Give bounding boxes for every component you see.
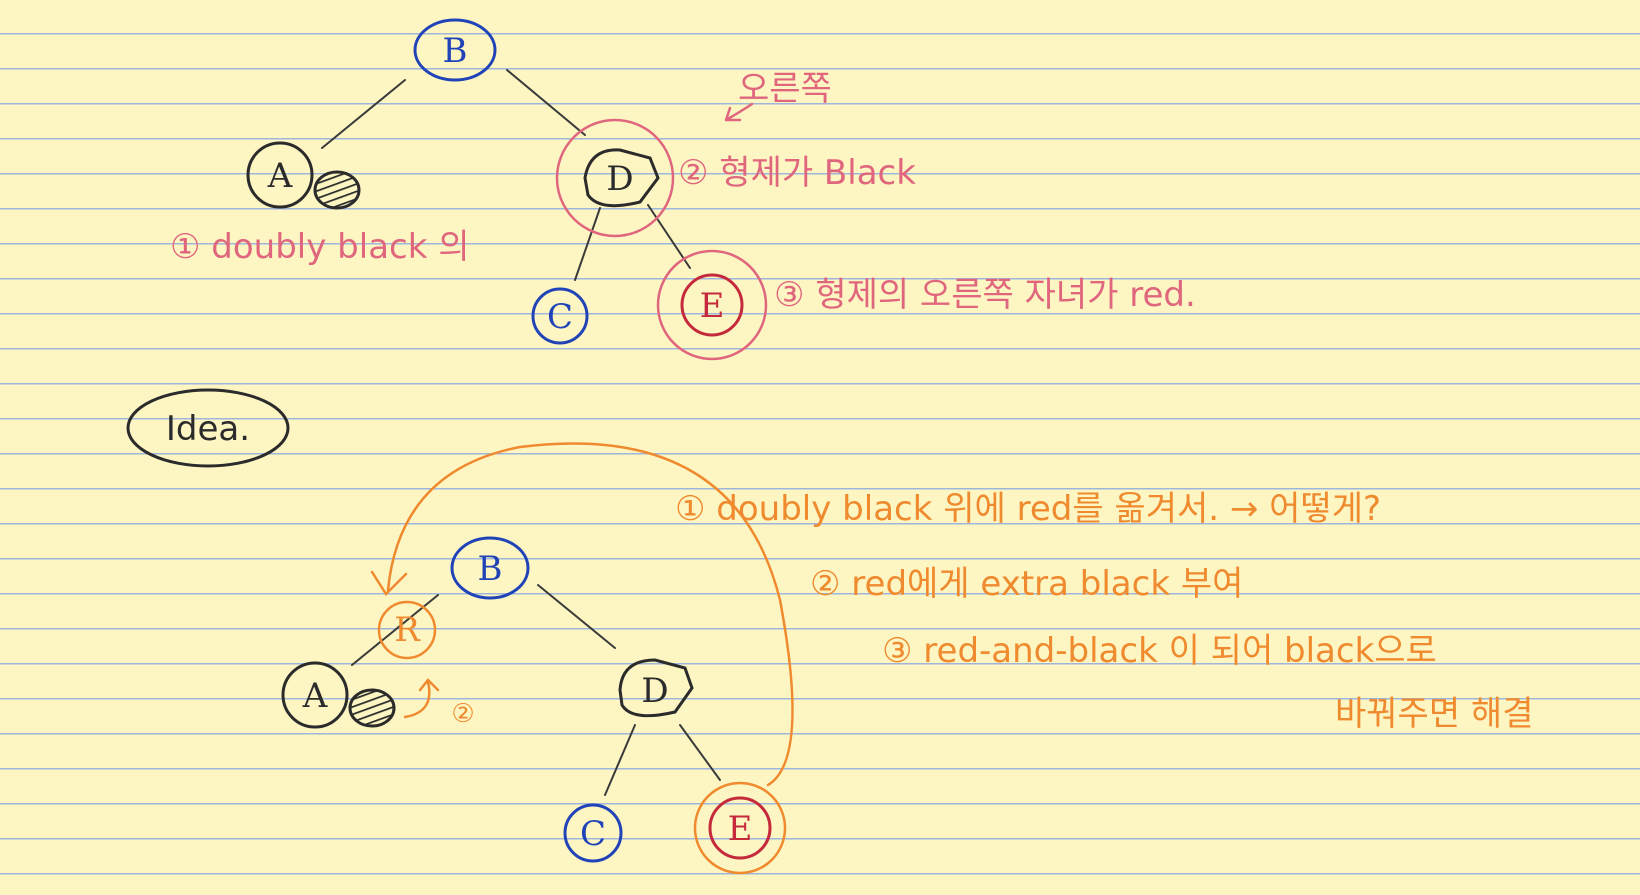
edge-b-d-bottom xyxy=(537,584,616,649)
top-node-b: B xyxy=(413,18,497,82)
edge-d-e xyxy=(647,204,691,269)
edge-d-c-bottom xyxy=(604,724,636,796)
top-note-sibling-black: ② 형제가 Black xyxy=(678,153,916,193)
move-red-arrow xyxy=(386,442,794,787)
top-note-right-label: 오른쪽 xyxy=(738,69,832,109)
bottom-node-a: A xyxy=(281,661,349,729)
top-note-right-child-red: ③ 형제의 오른쪽 자녀가 red. xyxy=(774,275,1196,315)
step-two-marker: ② xyxy=(451,699,474,729)
bottom-node-e-label: E xyxy=(728,809,753,849)
bottom-node-b: B xyxy=(450,536,530,600)
top-node-e: E xyxy=(656,249,768,361)
move-red-arrowhead xyxy=(370,570,408,596)
edge-d-c xyxy=(574,207,601,281)
top-node-d: D xyxy=(555,118,675,238)
top-node-c: C xyxy=(531,287,589,345)
top-node-a: A xyxy=(246,141,314,209)
top-node-d-label: D xyxy=(606,159,633,199)
bottom-node-c-label: C xyxy=(580,814,606,854)
bottom-node-b-label: B xyxy=(478,549,503,589)
bottom-doubly-black-icon xyxy=(348,688,396,728)
idea-note-step1: ① doubly black 위에 red를 옮겨서. → 어떻게? xyxy=(675,489,1381,529)
bottom-node-e: E xyxy=(693,781,787,875)
edge-b-a xyxy=(321,79,406,149)
bottom-node-r: R xyxy=(377,600,437,660)
idea-label: Idea. xyxy=(126,388,290,468)
bottom-node-d-label: D xyxy=(641,671,668,711)
top-node-e-label: E xyxy=(700,286,725,326)
edge-b-d xyxy=(506,69,586,136)
top-tree: B A D C E ① doubly black 의 ② 형제가 B xyxy=(170,18,1196,361)
top-doubly-black-icon xyxy=(313,170,361,210)
idea-notes: ① doubly black 위에 red를 옮겨서. → 어떻게? ② red… xyxy=(675,489,1534,734)
idea-label-text: Idea. xyxy=(166,409,250,449)
top-node-b-label: B xyxy=(443,31,468,71)
bottom-node-d: D xyxy=(618,658,694,718)
top-tree-edges xyxy=(321,69,691,281)
top-node-c-label: C xyxy=(547,297,573,337)
idea-note-step2: ② red에게 extra black 부여 xyxy=(810,564,1243,604)
step-two-arrow xyxy=(403,678,440,719)
bottom-node-c: C xyxy=(563,803,623,863)
idea-note-step3-line1: ③ red-and-black 이 되어 black으로 xyxy=(882,631,1437,671)
bottom-node-r-label: R xyxy=(394,610,421,650)
bottom-tree: B R A ② D C E xyxy=(281,442,794,875)
top-note-right-arrow xyxy=(724,102,754,122)
idea-note-step3-line2: 바꿔주면 해결 xyxy=(1335,694,1534,734)
top-node-a-label: A xyxy=(267,156,293,196)
bottom-node-a-label: A xyxy=(302,676,328,716)
edge-d-e-bottom xyxy=(679,724,721,781)
top-note-doubly-black: ① doubly black 의 xyxy=(170,227,470,267)
